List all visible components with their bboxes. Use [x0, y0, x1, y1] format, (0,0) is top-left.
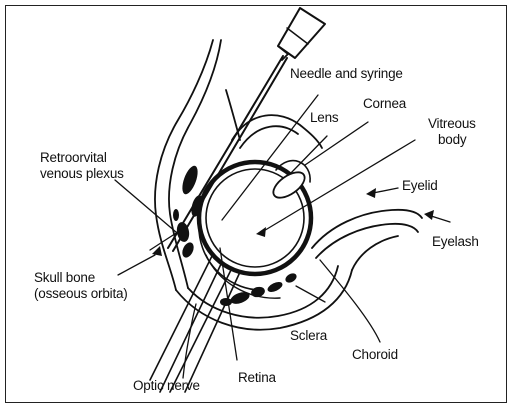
- lower-eyelid: [312, 210, 422, 270]
- lens-label: Lens: [310, 110, 338, 126]
- vitreous-body-label: Vitreous body: [428, 116, 476, 148]
- optic-nerve-label: Optic nerve: [133, 378, 200, 394]
- cornea-label: Cornea: [363, 96, 406, 112]
- choroid-label: Choroid: [352, 347, 398, 363]
- retroorbital-venous-plexus-label: Retroorvital venous plexus: [40, 150, 124, 182]
- upper-eyelid: [226, 90, 322, 148]
- syringe: [278, 8, 325, 60]
- needle: [168, 56, 287, 251]
- leader-lines: [115, 95, 450, 378]
- eyelash-label: Eyelash: [432, 234, 479, 250]
- needle-and-syringe-label: Needle and syringe: [290, 66, 403, 82]
- arrowheads: [152, 188, 434, 256]
- sclera-label: Sclera: [290, 328, 327, 344]
- eyelid-label: Eyelid: [402, 178, 438, 194]
- skull-bone-label: Skull bone (osseous orbita): [34, 270, 128, 302]
- retina-label: Retina: [238, 370, 276, 386]
